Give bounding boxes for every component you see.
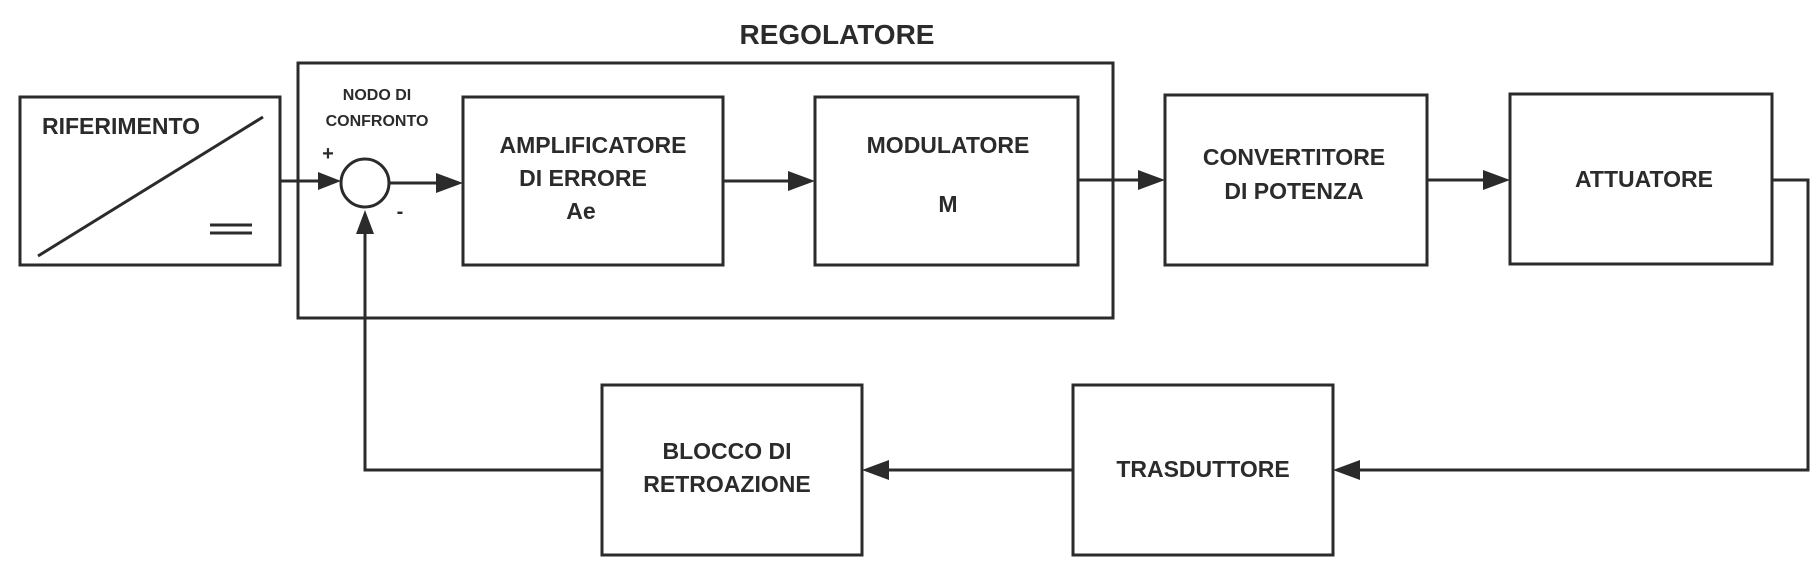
arrowhead (318, 172, 341, 190)
connector-riferimento-to-nodo (280, 172, 341, 190)
connector-convertitore-to-attuatore (1427, 170, 1510, 190)
amplificatore-label-line1: AMPLIFICATORE (500, 132, 687, 158)
attuatore-label: ATTUATORE (1575, 166, 1713, 192)
amplificatore-block: AMPLIFICATORE DI ERRORE Ae (461, 95, 725, 267)
modulatore-label-line1: MODULATORE (867, 132, 1030, 158)
connector-amplificatore-to-modulatore (723, 171, 815, 191)
regolatore-title: REGOLATORE (740, 19, 935, 50)
connector-nodo-to-amplificatore (389, 173, 463, 193)
minus-sign: - (397, 201, 404, 223)
connector-modulatore-to-convertitore (1078, 170, 1165, 190)
riferimento-block: RIFERIMENTO (18, 95, 282, 267)
retroazione-label-line2: RETROAZIONE (643, 471, 810, 497)
arrowhead (862, 460, 889, 480)
nodo-di-confronto: NODO DI CONFRONTO + - (322, 87, 428, 223)
nodo-label-line2: CONFRONTO (326, 113, 429, 130)
nodo-label-line1: NODO DI (343, 87, 411, 104)
convertitore-label-line2: DI POTENZA (1224, 178, 1363, 204)
trasduttore-block: TRASDUTTORE (1071, 383, 1335, 557)
convertitore-block: CONVERTITORE DI POTENZA (1163, 93, 1429, 267)
retroazione-label-line1: BLOCCO DI (662, 438, 791, 464)
modulatore-block: MODULATORE M (813, 95, 1080, 267)
modulatore-box (813, 95, 1080, 267)
arrowhead (1138, 170, 1165, 190)
riferimento-box (18, 95, 282, 267)
connector-trasduttore-to-retroazione (862, 460, 1073, 480)
amplificatore-box (461, 95, 725, 267)
summing-junction-circle (339, 157, 391, 209)
retroazione-block: BLOCCO DI RETROAZIONE (600, 383, 864, 557)
amplificatore-label-line3: Ae (566, 198, 595, 224)
arrowhead (1483, 170, 1510, 190)
retroazione-box (600, 383, 864, 557)
modulatore-label-line2: M (938, 191, 957, 217)
plus-sign: + (322, 143, 334, 165)
convertitore-label-line1: CONVERTITORE (1203, 144, 1385, 170)
trasduttore-label: TRASDUTTORE (1116, 456, 1289, 482)
connector-retroazione-to-nodo (356, 210, 602, 472)
connector-attuatore-to-trasduttore (1333, 178, 1810, 480)
riferimento-label: RIFERIMENTO (42, 113, 200, 139)
attuatore-block: ATTUATORE (1508, 92, 1774, 266)
arrowhead (436, 173, 463, 193)
arrowhead (788, 171, 815, 191)
arrowhead (356, 210, 374, 234)
attuatore-box (1508, 92, 1774, 266)
amplificatore-label-line2: DI ERRORE (519, 165, 647, 191)
riferimento-ramp-line (37, 115, 264, 258)
arrowhead (1333, 460, 1360, 480)
